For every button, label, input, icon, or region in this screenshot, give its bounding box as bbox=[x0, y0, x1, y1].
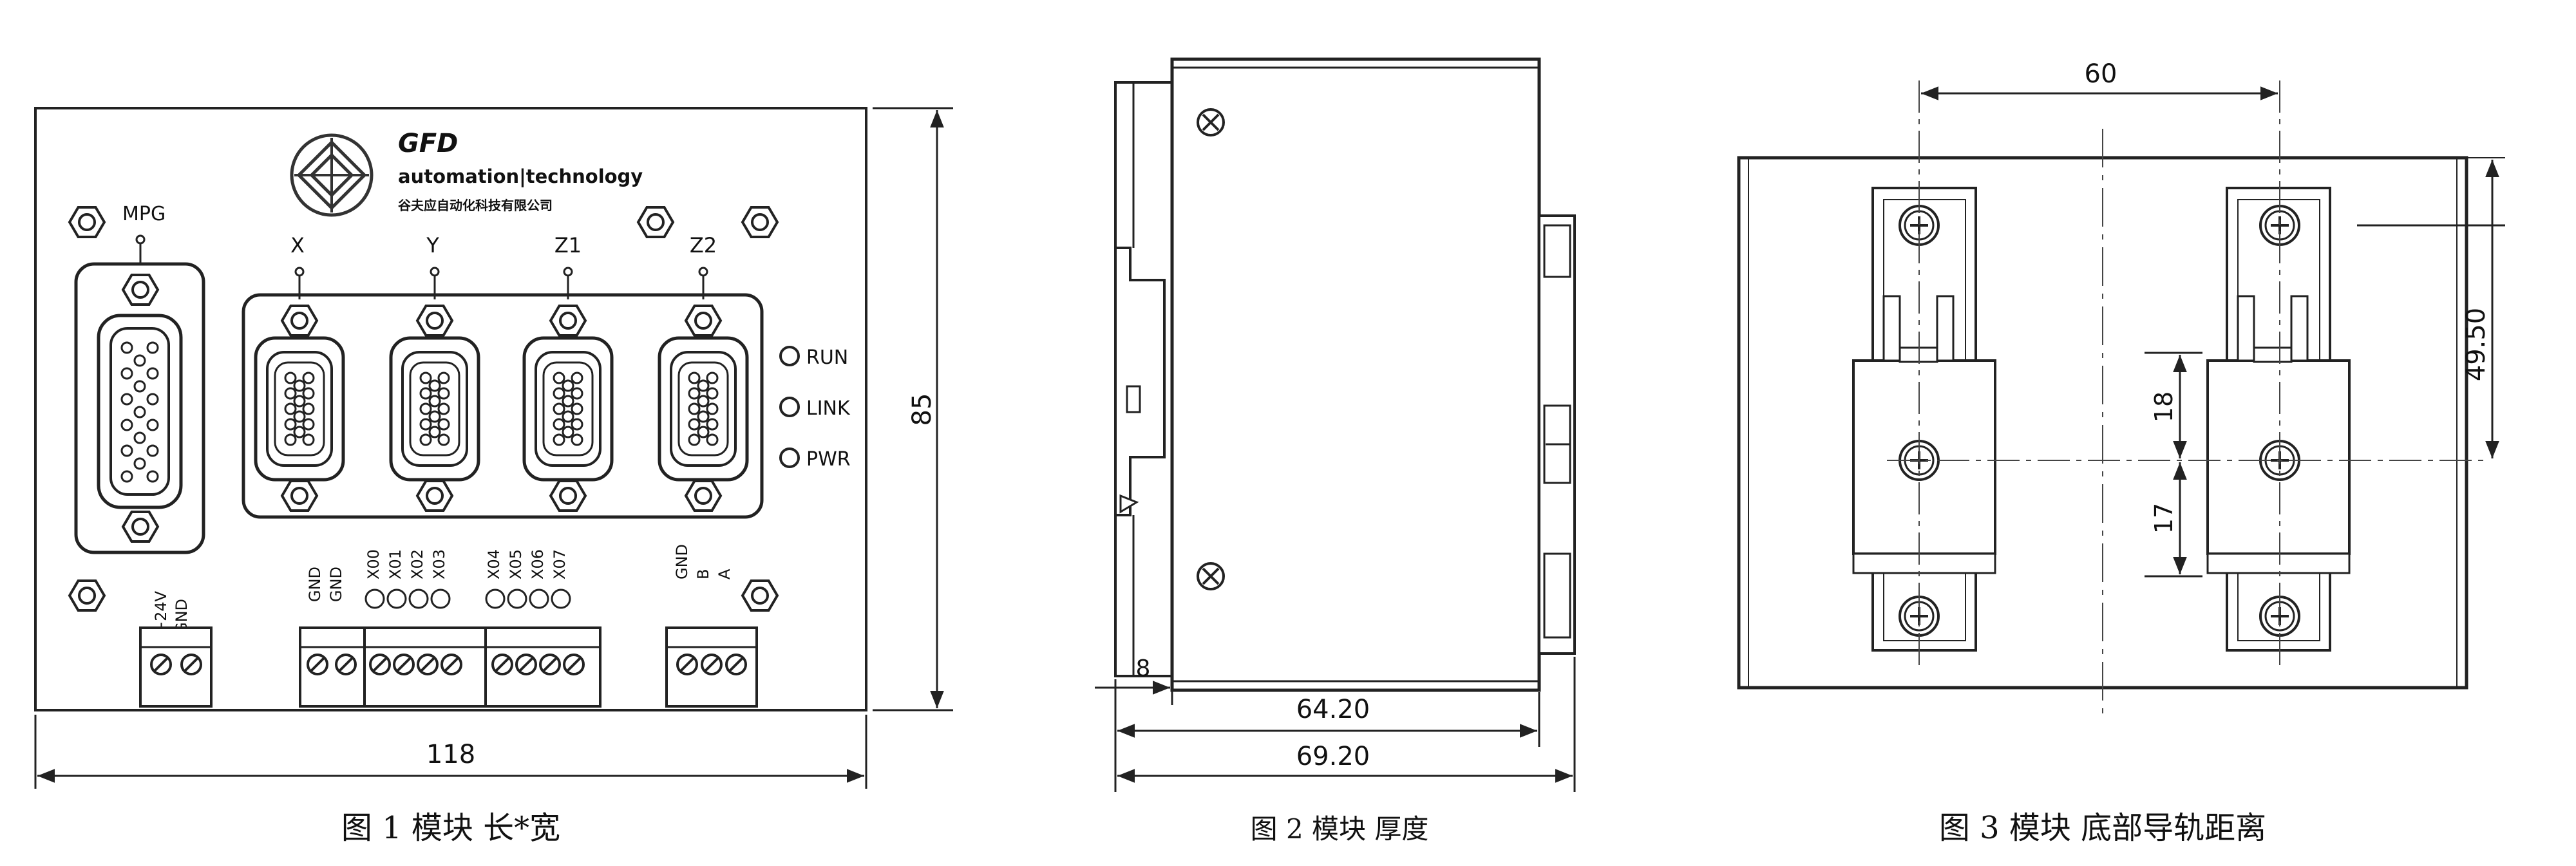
dim-upper-offset: 18 bbox=[2150, 391, 2178, 422]
dim-height: 85 bbox=[907, 393, 937, 426]
logo-company-name: 谷夫应自动化科技有限公司 bbox=[398, 198, 553, 213]
logo-brand: GFD bbox=[398, 129, 458, 158]
module-body-side bbox=[1170, 57, 1541, 692]
input-led-row bbox=[365, 588, 571, 609]
led-run-label: RUN bbox=[806, 346, 848, 369]
connector-nut-icon bbox=[122, 274, 159, 306]
mpg-pin-array bbox=[120, 341, 159, 483]
fig1-caption: 图 1 模块 长*宽 bbox=[341, 810, 560, 846]
dim-rail-depth: 8 bbox=[1136, 655, 1151, 682]
figure-1-front-view: GFD automation|technology 谷夫应自动化科技有限公司 M… bbox=[34, 107, 953, 846]
axis-connector-z2: Z2 bbox=[659, 233, 747, 512]
dim-total-depth: 69.20 bbox=[1296, 742, 1370, 771]
label-z1: Z1 bbox=[554, 233, 582, 258]
rail-clip-right bbox=[2206, 80, 2351, 670]
rail-clip-left bbox=[1852, 80, 1996, 670]
fig2-dimension-lines bbox=[1095, 657, 1576, 792]
term-label: X00 bbox=[365, 549, 383, 579]
terminal-block-io bbox=[299, 626, 601, 708]
terminal-block-bus bbox=[665, 626, 758, 708]
mount-nut-icon bbox=[637, 206, 674, 238]
terminal-labels: +24V GND GND GND X00 X01 X02 X03 X04 X05… bbox=[152, 544, 734, 634]
dim-lower-offset: 17 bbox=[2150, 503, 2178, 534]
term-label: GND bbox=[327, 567, 345, 602]
dim-rail-height: 49.50 bbox=[2461, 308, 2491, 382]
label-z2: Z2 bbox=[690, 233, 717, 258]
mount-nut-icon bbox=[741, 579, 779, 612]
dim-width: 118 bbox=[426, 740, 475, 769]
term-label: X06 bbox=[529, 549, 547, 579]
label-mpg: MPG bbox=[122, 203, 166, 225]
label-x: X bbox=[290, 233, 305, 258]
fig2-caption: 图 2 模块 厚度 bbox=[1251, 813, 1429, 845]
mount-nut-icon bbox=[741, 206, 779, 238]
terminal-block-power bbox=[139, 626, 213, 708]
term-label: B bbox=[694, 569, 712, 579]
label-y: Y bbox=[426, 233, 439, 258]
term-label: GND bbox=[673, 544, 691, 579]
axis-connector-plate bbox=[242, 293, 764, 519]
status-leds: RUN LINK PWR bbox=[779, 346, 851, 471]
term-label: X07 bbox=[551, 549, 569, 579]
term-label: X01 bbox=[386, 549, 404, 579]
logo-tagline: automation|technology bbox=[398, 165, 643, 187]
mount-nut-icon bbox=[68, 579, 106, 612]
figure-3-bottom-view: 60 49.50 18 17 图 3 模块 底部导轨距离 bbox=[1737, 59, 2505, 846]
connector-nut-icon bbox=[122, 511, 159, 543]
led-run-indicator bbox=[779, 346, 800, 366]
figure-2-side-view: 8 64.20 69.20 图 2 模块 厚度 bbox=[1095, 57, 1576, 845]
led-link-indicator bbox=[779, 397, 800, 417]
axis-connector-y: Y bbox=[391, 233, 478, 512]
led-pwr-indicator bbox=[779, 447, 800, 468]
mpg-connector: MPG bbox=[74, 203, 205, 554]
term-label: X03 bbox=[430, 549, 448, 579]
term-label: A bbox=[715, 569, 734, 579]
axis-connector-x: X bbox=[256, 233, 343, 512]
fig1-dimension-lines bbox=[34, 107, 953, 789]
fig3-caption: 图 3 模块 底部导轨距离 bbox=[1939, 810, 2266, 846]
axis-connector-z1: Z1 bbox=[524, 233, 612, 512]
screw-icon bbox=[1197, 562, 1225, 590]
led-pwr-label: PWR bbox=[806, 448, 851, 471]
term-label: X05 bbox=[507, 549, 525, 579]
term-label: X04 bbox=[485, 549, 503, 579]
term-label: X02 bbox=[408, 549, 426, 579]
screw-icon bbox=[1197, 108, 1225, 136]
dim-body-depth: 64.20 bbox=[1296, 695, 1370, 724]
mount-nut-icon bbox=[68, 206, 106, 238]
fig3-dimension-lines bbox=[1921, 86, 2505, 578]
dim-rail-spacing: 60 bbox=[2085, 59, 2117, 89]
term-label: GND bbox=[306, 567, 324, 602]
led-link-label: LINK bbox=[806, 397, 851, 420]
gfd-logo-icon bbox=[290, 133, 374, 217]
